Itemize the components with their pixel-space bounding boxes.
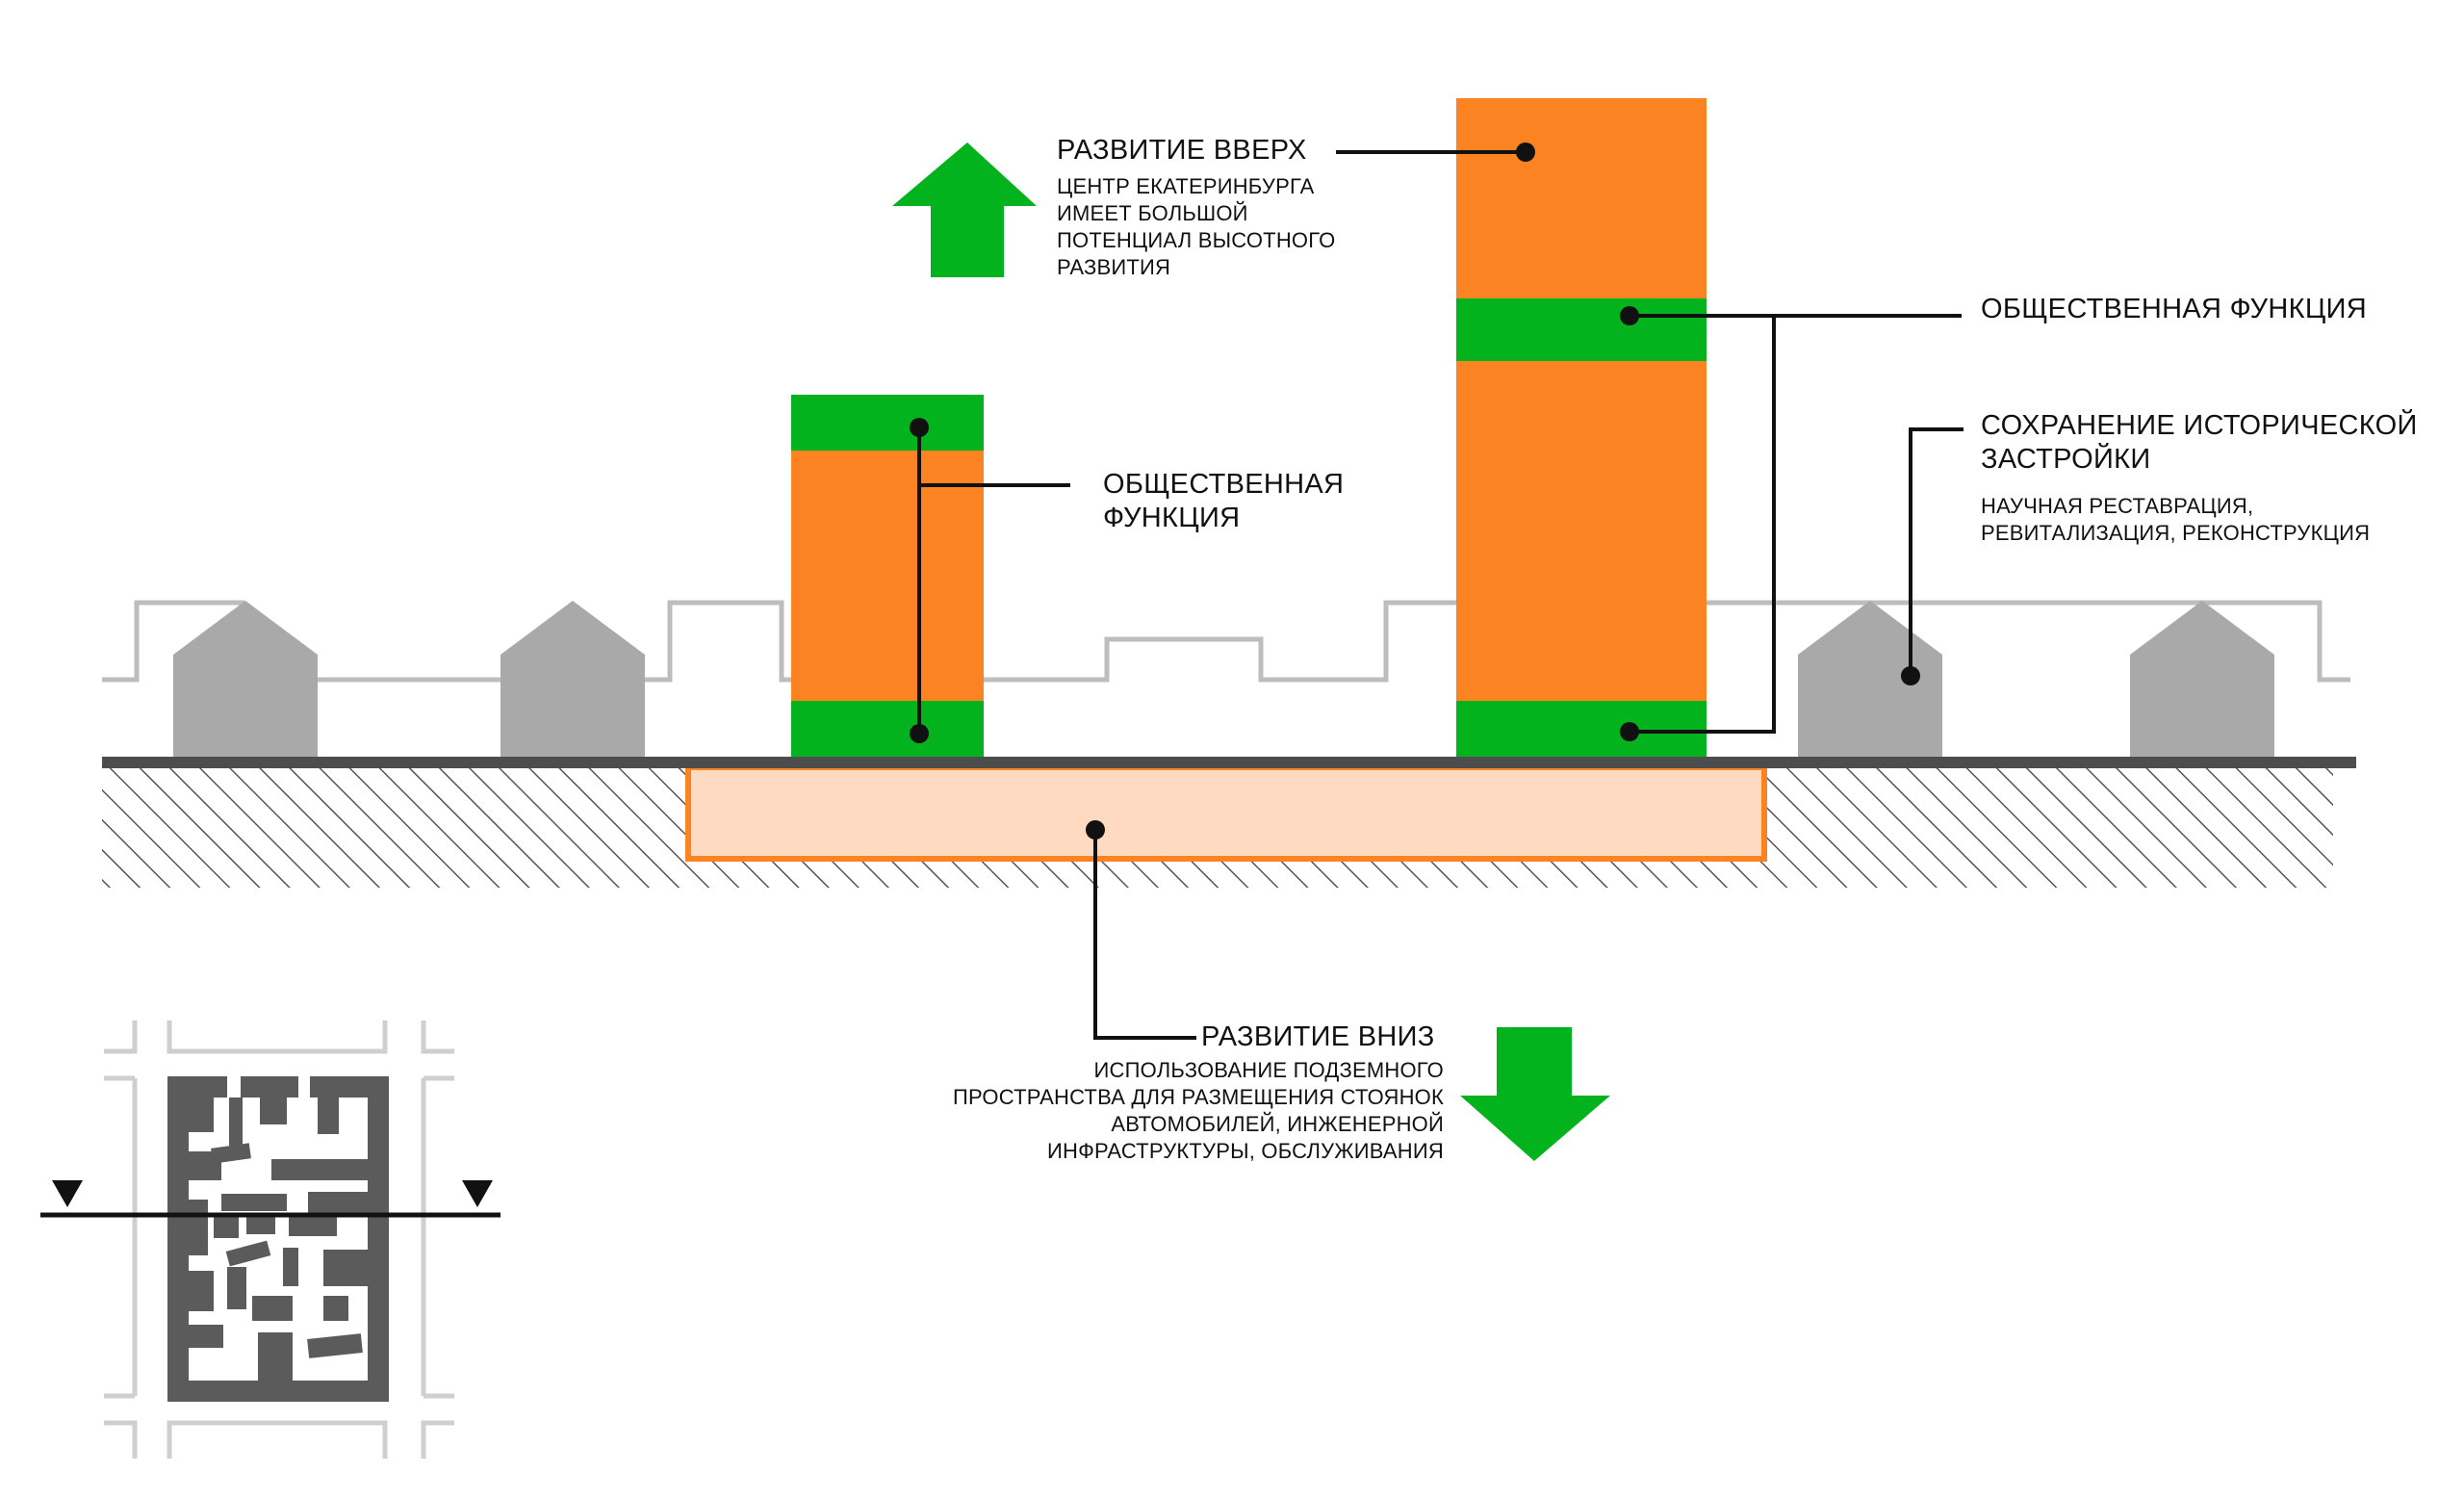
historic-house — [2130, 601, 2274, 757]
small-tower-body — [791, 395, 984, 761]
up-description: ЦЕНТР ЕКАТЕРИНБУРГА ИМЕЕТ БОЛЬШОЙ ПОТЕНЦ… — [1057, 174, 1336, 280]
leader-tall-public-v — [1630, 316, 1776, 734]
marker-dot — [910, 724, 929, 743]
historic-house — [1798, 601, 1942, 757]
historic-description: НАУЧНАЯ РЕСТАВРАЦИЯ, РЕВИТАЛИЗАЦИЯ, РЕКО… — [1981, 494, 2371, 546]
ground-line — [102, 757, 2356, 768]
marker-dot — [1620, 306, 1639, 325]
marker-dot — [1901, 666, 1920, 685]
underground-space — [685, 764, 1767, 862]
small-tower-public-top — [791, 395, 984, 451]
historic-house — [500, 601, 645, 757]
marker-dot — [910, 418, 929, 437]
marker-dot — [1086, 820, 1105, 839]
tall-tower-body — [1456, 98, 1707, 761]
historic-outline — [102, 600, 2350, 683]
section-marker-icon — [462, 1180, 493, 1207]
marker-dot — [1516, 142, 1535, 162]
down-description: ИСПОЛЬЗОВАНИЕ ПОДЗЕМНОГО ПРОСТРАНСТВА ДЛ… — [953, 1058, 1444, 1164]
marker-dot — [1620, 722, 1639, 741]
leader-historic — [1909, 427, 1964, 676]
tall-tower-public-label: ОБЩЕСТВЕННАЯ ФУНКЦИЯ — [1981, 294, 2367, 324]
historic-house — [173, 601, 318, 757]
up-arrow-icon — [892, 142, 1037, 277]
up-title: РАЗВИТИЕ ВВЕРХ — [1057, 135, 1307, 166]
historic-title: СОХРАНЕНИЕ ИСТОРИЧЕСКОЙ ЗАСТРОЙКИ — [1981, 410, 2418, 475]
site-plan — [40, 1020, 500, 1459]
down-arrow-icon — [1460, 1027, 1610, 1161]
small-tower-public-label: ОБЩЕСТВЕННАЯ ФУНКЦИЯ — [1103, 469, 1345, 533]
small-tower-public-bottom — [791, 701, 984, 761]
down-title: РАЗВИТИЕ ВНИЗ — [1201, 1021, 1435, 1052]
leader-down — [1093, 830, 1196, 1040]
section-marker-icon — [52, 1180, 83, 1207]
tall-tower-public-mid — [1456, 298, 1707, 361]
